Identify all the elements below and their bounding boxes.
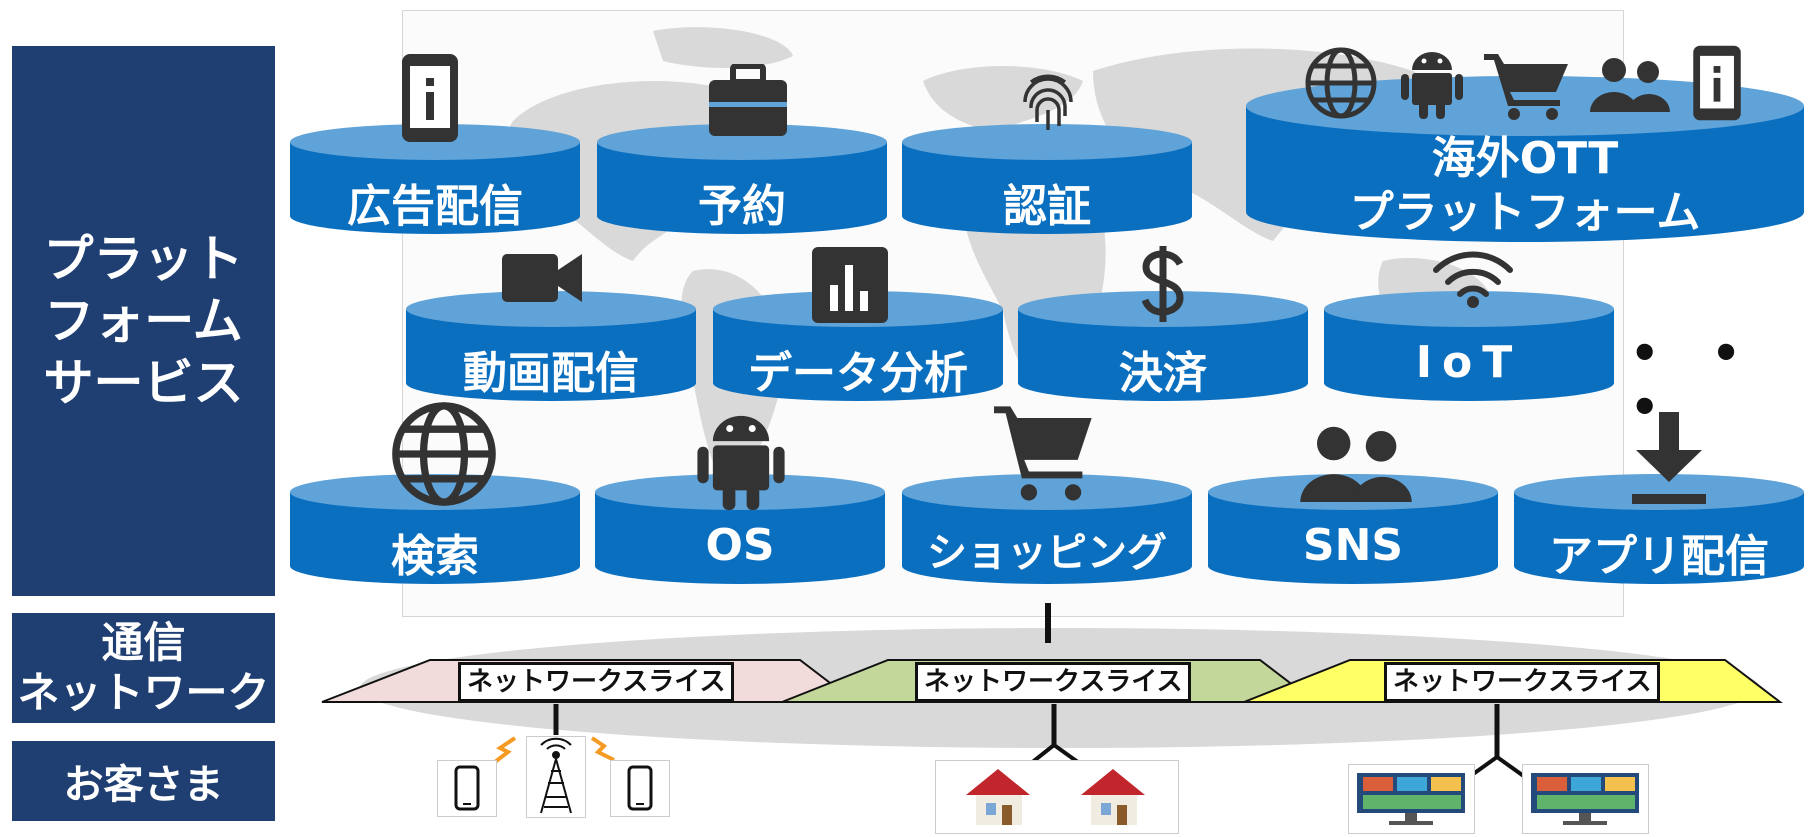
homes-panel xyxy=(935,760,1179,834)
phone-info-icon xyxy=(1690,44,1744,126)
service-disk-ad: 広告配信 xyxy=(290,124,580,239)
dollar-icon xyxy=(1140,246,1186,326)
customer-label-text: お客さま xyxy=(63,762,224,808)
service-label-video: 動画配信 xyxy=(463,348,639,399)
bar-chart-icon xyxy=(812,247,888,327)
ott-line2: プラットフォーム xyxy=(1349,187,1701,238)
service-label-search: 検索 xyxy=(391,531,479,582)
people-icon xyxy=(1590,56,1670,116)
service-label-ad: 広告配信 xyxy=(347,181,523,232)
service-disk-search: 検索 xyxy=(290,474,580,589)
customer-label: お客さま xyxy=(12,741,275,821)
service-disk-sns: SNS xyxy=(1208,474,1498,589)
android-icon xyxy=(1400,44,1464,124)
smartphone-icon xyxy=(437,760,497,817)
service-disk-app: アプリ配信 xyxy=(1514,474,1804,589)
fingerprint-icon xyxy=(1017,72,1079,138)
people-icon xyxy=(1300,424,1412,506)
tv-icon xyxy=(1522,764,1649,834)
platform-label-line2: フォーム xyxy=(44,292,243,350)
globe-icon xyxy=(1304,46,1378,124)
wifi-icon xyxy=(1432,250,1514,312)
service-label-iot: IoT xyxy=(1415,337,1523,388)
antenna-icon xyxy=(526,736,586,818)
service-disk-payment: 決済 xyxy=(1018,291,1308,406)
network-label-line2: ネットワーク xyxy=(17,668,270,717)
service-disk-shopping: ショッピング xyxy=(902,474,1192,589)
service-disk-iot: IoT xyxy=(1324,291,1614,406)
network-label-line1: 通信 xyxy=(101,618,186,667)
service-disk-ott: 海外OTT プラットフォーム xyxy=(1246,76,1804,246)
service-label-app: アプリ配信 xyxy=(1549,531,1769,582)
service-label-shopping: ショッピング xyxy=(927,530,1167,576)
platform-service-label: プラット フォーム サービス xyxy=(12,46,275,596)
briefcase-icon xyxy=(707,63,789,144)
service-disk-video: 動画配信 xyxy=(406,291,696,406)
service-label-payment: 決済 xyxy=(1119,348,1207,399)
service-label-reservation: 予約 xyxy=(698,181,786,232)
cart-icon xyxy=(994,404,1094,508)
service-label-os: OS xyxy=(705,520,775,571)
service-disk-auth: 認証 xyxy=(902,124,1192,239)
tv-icon xyxy=(1348,764,1475,834)
ott-line1: 海外OTT xyxy=(1431,133,1619,184)
service-disk-os: OS xyxy=(595,474,885,589)
service-label-data: データ分析 xyxy=(748,348,968,399)
network-label: 通信 ネットワーク xyxy=(12,613,275,723)
network-slice-label-3: ネットワークスライス xyxy=(1384,662,1661,702)
service-label-sns: SNS xyxy=(1302,520,1404,571)
globe-icon xyxy=(390,400,498,512)
service-disk-reservation: 予約 xyxy=(597,124,887,239)
wireless-signal xyxy=(493,736,517,764)
house-icon xyxy=(966,769,1030,825)
platform-label-line3: サービス xyxy=(43,354,244,412)
ellipsis: • • • xyxy=(1630,326,1759,434)
phone-info-icon xyxy=(400,52,460,148)
platform-label-line1: プラット xyxy=(43,230,244,288)
smartphone-icon xyxy=(610,760,670,817)
house-icon xyxy=(1081,769,1145,825)
android-icon xyxy=(696,404,786,516)
wireless-signal xyxy=(590,736,615,762)
cart-icon xyxy=(1484,52,1570,124)
service-label-auth: 認証 xyxy=(1003,181,1091,232)
download-icon xyxy=(1630,412,1708,510)
service-label-ott: 海外OTT プラットフォーム xyxy=(1246,132,1804,240)
network-slice-label-2: ネットワークスライス xyxy=(915,662,1192,702)
video-camera-icon xyxy=(502,250,582,310)
network-slice-label-1: ネットワークスライス xyxy=(458,662,735,702)
service-disk-data: データ分析 xyxy=(713,291,1003,406)
